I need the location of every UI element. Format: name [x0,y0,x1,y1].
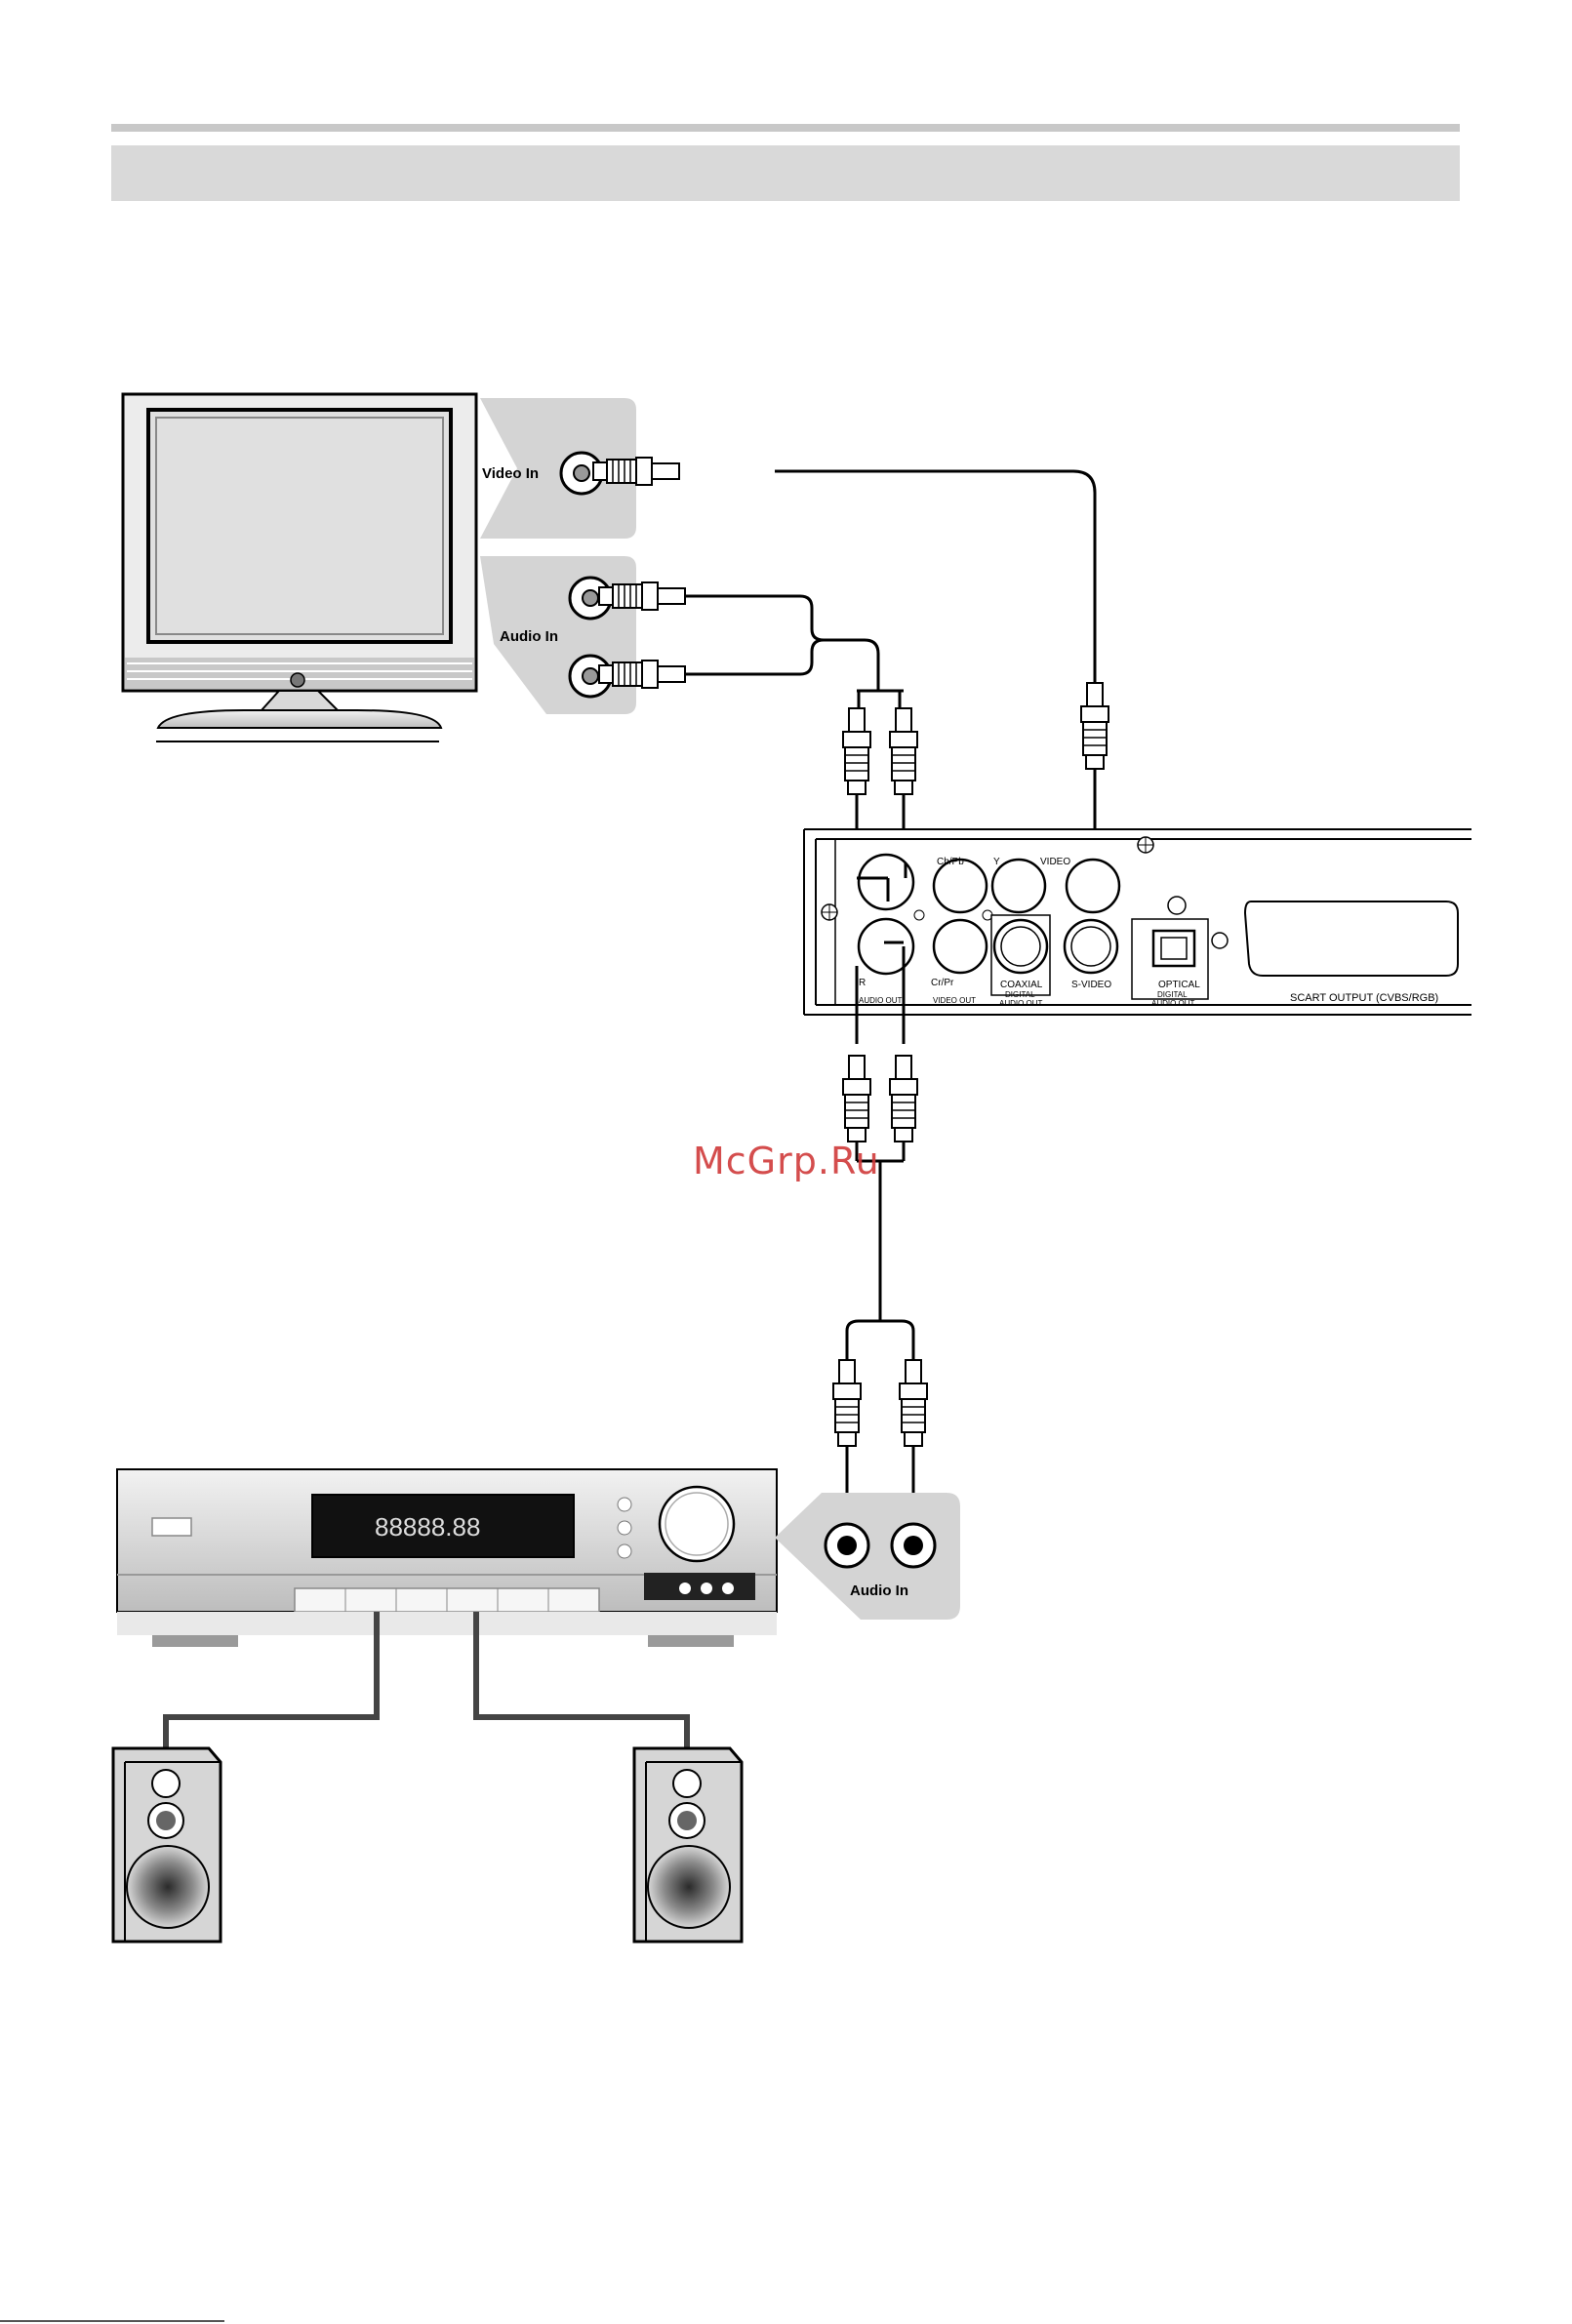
dvd-audio-out-r-jack [859,919,913,974]
dvd-label-digital-1: DIGITAL [1005,990,1035,999]
dvd-label-optical-sub-2: AUDIO OUT [1151,999,1195,1008]
dvd-y-jack [992,860,1045,912]
receiver-display-text: 88888.88 [375,1512,480,1542]
speaker-left [113,1748,221,1942]
dvd-label-video-out: VIDEO OUT [933,996,976,1005]
dvd-cbpb-jack [934,860,987,912]
speaker-right [634,1748,742,1942]
tv-video-in-label: Video In [482,465,539,482]
audio-cable-receiver [833,1056,927,1532]
dvd-label-video: VIDEO [1040,857,1070,867]
receiver-audio-in-label: Audio In [850,1583,908,1599]
dvd-label-optical-sub-1: DIGITAL [1157,990,1188,999]
bottom-line [0,2320,224,2322]
tv-audio-in-label: Audio In [500,628,558,645]
dvd-label-crpr: Cr/Pr [931,978,954,988]
dvd-label-digital-2: AUDIO OUT [999,999,1043,1008]
dvd-rear-panel: R Cb/Pb Y Cr/Pr COAXIAL DIGITAL AUDIO OU… [804,829,1471,1044]
dvd-video-jack [1067,860,1119,912]
dvd-coaxial-jack [994,920,1047,973]
dvd-label-r: R [859,978,866,988]
dvd-label-scart: SCART OUTPUT (CVBS/RGB) [1290,992,1438,1004]
dvd-label-y: Y [993,857,1000,867]
watermark: McGrp.Ru [693,1140,880,1182]
receiver-audio-in-panel: Audio In [775,1493,960,1620]
tv-audio-in-panel: Audio In [480,556,636,714]
dvd-svideo-jack [1065,920,1117,973]
tv-monitor [123,394,476,741]
dvd-crpr-jack [934,920,987,973]
dvd-scart-port [1245,902,1458,976]
dvd-label-audio-out: AUDIO OUT [859,996,903,1005]
dvd-label-svideo: S-VIDEO [1071,980,1111,990]
dvd-label-cbpb: Cb/Pb [937,857,964,867]
dvd-label-coaxial: COAXIAL [1000,980,1043,990]
av-receiver: 88888.88 [117,1469,777,1647]
receiver-volume-knob [660,1487,734,1561]
dvd-label-optical: OPTICAL [1158,980,1200,990]
